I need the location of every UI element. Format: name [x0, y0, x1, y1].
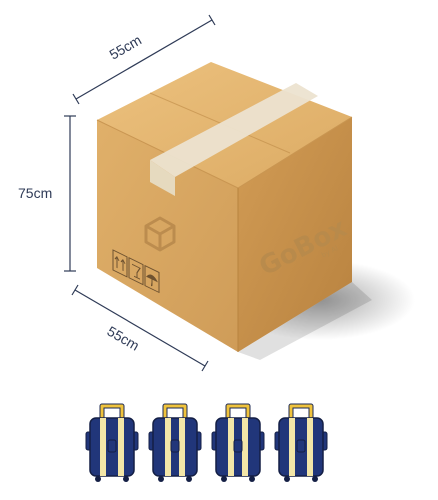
bottom-width-line	[74, 289, 206, 367]
box-logo-icon	[144, 216, 176, 252]
top-width-label: 55cm	[107, 32, 145, 63]
dimension-lines	[64, 14, 216, 372]
tape-top	[150, 83, 318, 177]
suitcase-icon	[274, 403, 328, 482]
tape-side	[150, 160, 175, 196]
suitcase-icon	[148, 403, 202, 482]
box-right-face	[238, 117, 352, 352]
suitcase-icon	[85, 403, 139, 482]
top-width-line	[75, 19, 213, 100]
fragile-glass-icon	[128, 257, 144, 286]
bottom-width-label: 55cm	[105, 323, 143, 354]
box-shadow-edge	[238, 282, 372, 360]
suitcase-row	[85, 403, 328, 482]
box-left-face	[97, 120, 238, 352]
box-flap-seam	[149, 92, 291, 154]
keep-dry-umbrella-icon	[144, 264, 160, 294]
box-edge-front-top-right	[237, 116, 353, 189]
height-label: 75cm	[18, 185, 52, 201]
handling-labels	[112, 249, 160, 294]
this-way-up-icon	[112, 249, 128, 278]
suitcase-icon	[211, 403, 265, 482]
